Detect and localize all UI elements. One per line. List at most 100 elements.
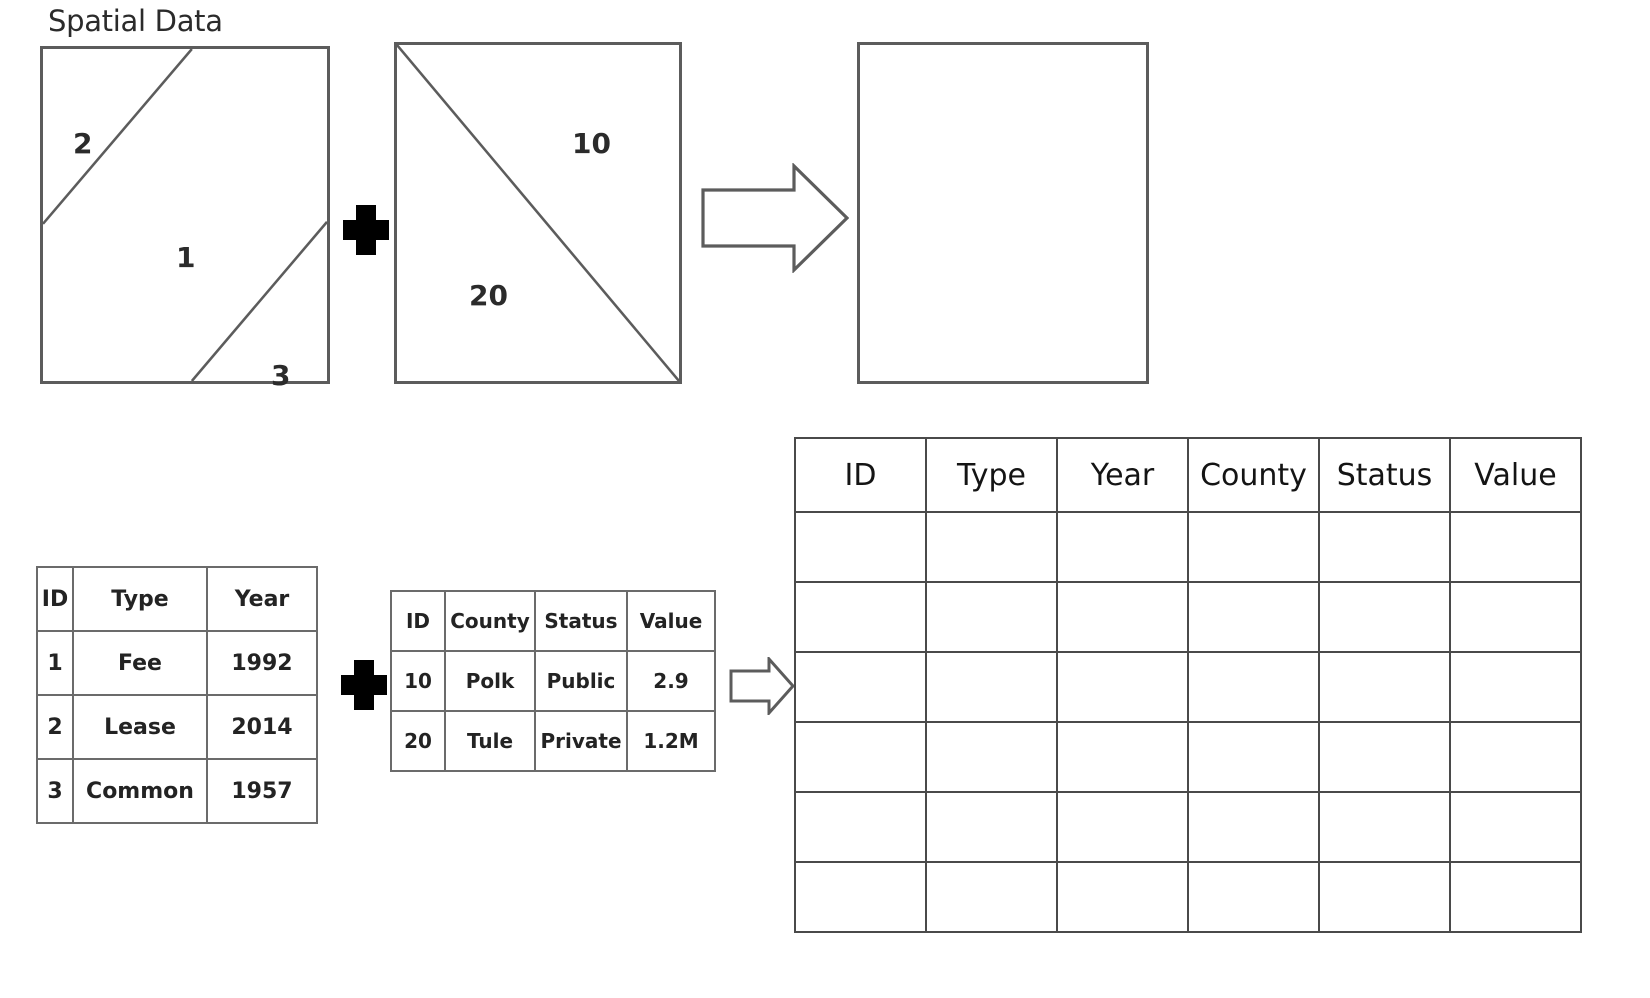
attributes-table: ID Type Year 1 Fee 1992 2 Lease 2014 3 C… bbox=[36, 566, 318, 824]
result-cell bbox=[794, 651, 927, 723]
spatial-data-label: Spatial Data bbox=[48, 4, 223, 38]
attrs-cell-id: 3 bbox=[36, 758, 74, 824]
attrs-cell-year: 2014 bbox=[206, 694, 318, 760]
table-header-row: ID Type Year bbox=[36, 566, 318, 632]
layer-a-polygon-label-2: 2 bbox=[73, 127, 93, 160]
result-cell bbox=[1187, 511, 1320, 583]
right-block-arrow-icon bbox=[729, 657, 795, 715]
extra-cell-county: Tule bbox=[444, 710, 536, 772]
result-header-value: Value bbox=[1449, 437, 1582, 513]
result-cell bbox=[1318, 721, 1451, 793]
extra-cell-county: Polk bbox=[444, 650, 536, 712]
table-row bbox=[794, 721, 1582, 793]
extra-header-id: ID bbox=[390, 590, 446, 652]
spatial-layer-b: 10 20 bbox=[394, 42, 682, 384]
result-header-id: ID bbox=[794, 437, 927, 513]
result-cell bbox=[794, 581, 927, 653]
result-cell bbox=[1187, 651, 1320, 723]
result-cell bbox=[1318, 861, 1451, 933]
result-cell bbox=[925, 861, 1058, 933]
attrs-cell-type: Fee bbox=[72, 630, 208, 696]
layer-a-polygon-label-1: 1 bbox=[176, 241, 196, 274]
result-header-year: Year bbox=[1056, 437, 1189, 513]
plus-vertical-bar bbox=[356, 205, 376, 255]
attrs-cell-id: 2 bbox=[36, 694, 74, 760]
result-cell bbox=[794, 791, 927, 863]
result-cell bbox=[1318, 651, 1451, 723]
joined-result-table: ID Type Year County Status Value bbox=[794, 437, 1582, 933]
table-row bbox=[794, 511, 1582, 583]
table-row: 2 Lease 2014 bbox=[36, 694, 318, 760]
result-cell bbox=[1318, 791, 1451, 863]
result-cell bbox=[1056, 791, 1189, 863]
extra-cell-value: 2.9 bbox=[626, 650, 716, 712]
result-cell bbox=[1187, 581, 1320, 653]
extra-header-value: Value bbox=[626, 590, 716, 652]
result-cell bbox=[925, 581, 1058, 653]
attrs-header-year: Year bbox=[206, 566, 318, 632]
result-cell bbox=[1449, 791, 1582, 863]
result-cell bbox=[1449, 721, 1582, 793]
extra-attributes-table: ID County Status Value 10 Polk Public 2.… bbox=[390, 590, 716, 772]
result-cell bbox=[1056, 651, 1189, 723]
table-row: 10 Polk Public 2.9 bbox=[390, 650, 716, 712]
table-header-row: ID County Status Value bbox=[390, 590, 716, 652]
result-cell bbox=[1318, 511, 1451, 583]
table-header-row: ID Type Year County Status Value bbox=[794, 437, 1582, 513]
result-cell bbox=[925, 511, 1058, 583]
result-arrow-spatial bbox=[701, 163, 849, 273]
extra-header-county: County bbox=[444, 590, 536, 652]
result-cell bbox=[1187, 721, 1320, 793]
spatial-layer-a: 2 1 3 bbox=[40, 46, 330, 392]
result-cell bbox=[925, 651, 1058, 723]
right-block-arrow-icon bbox=[701, 163, 849, 273]
table-row bbox=[794, 861, 1582, 933]
table-row bbox=[794, 791, 1582, 863]
attrs-cell-type: Common bbox=[72, 758, 208, 824]
result-cell bbox=[1449, 511, 1582, 583]
table-row: 1 Fee 1992 bbox=[36, 630, 318, 696]
result-cell bbox=[794, 511, 927, 583]
result-header-type: Type bbox=[925, 437, 1058, 513]
result-header-county: County bbox=[1187, 437, 1320, 513]
extra-cell-status: Private bbox=[534, 710, 628, 772]
attrs-header-id: ID bbox=[36, 566, 74, 632]
attrs-cell-type: Lease bbox=[72, 694, 208, 760]
plus-operator-spatial bbox=[343, 205, 389, 255]
result-cell bbox=[1187, 861, 1320, 933]
plus-operator-tables bbox=[341, 660, 387, 710]
table-row bbox=[794, 651, 1582, 723]
layer-b-polygon-lines bbox=[397, 45, 679, 381]
result-cell bbox=[1318, 581, 1451, 653]
layer-b-polygon-label-20: 20 bbox=[469, 279, 508, 312]
spatial-layer-result bbox=[857, 42, 1149, 384]
result-cell bbox=[925, 721, 1058, 793]
result-cell bbox=[1056, 861, 1189, 933]
extra-cell-id: 20 bbox=[390, 710, 446, 772]
result-cell bbox=[1056, 581, 1189, 653]
extra-cell-id: 10 bbox=[390, 650, 446, 712]
result-cell bbox=[925, 791, 1058, 863]
result-cell bbox=[1449, 861, 1582, 933]
plus-vertical-bar bbox=[354, 660, 374, 710]
result-cell bbox=[1449, 581, 1582, 653]
attrs-cell-year: 1992 bbox=[206, 630, 318, 696]
attrs-cell-id: 1 bbox=[36, 630, 74, 696]
extra-cell-status: Public bbox=[534, 650, 628, 712]
result-cell bbox=[794, 721, 927, 793]
result-cell bbox=[794, 861, 927, 933]
extra-header-status: Status bbox=[534, 590, 628, 652]
table-row: 3 Common 1957 bbox=[36, 758, 318, 824]
result-cell bbox=[1187, 791, 1320, 863]
layer-a-polygon-lines bbox=[43, 49, 327, 381]
result-cell bbox=[1449, 651, 1582, 723]
result-cell bbox=[1056, 721, 1189, 793]
result-header-status: Status bbox=[1318, 437, 1451, 513]
attrs-cell-year: 1957 bbox=[206, 758, 318, 824]
extra-cell-value: 1.2M bbox=[626, 710, 716, 772]
layer-a-polygon-label-3: 3 bbox=[271, 359, 291, 392]
result-arrow-tables bbox=[729, 657, 795, 715]
table-row: 20 Tule Private 1.2M bbox=[390, 710, 716, 772]
result-cell bbox=[1056, 511, 1189, 583]
